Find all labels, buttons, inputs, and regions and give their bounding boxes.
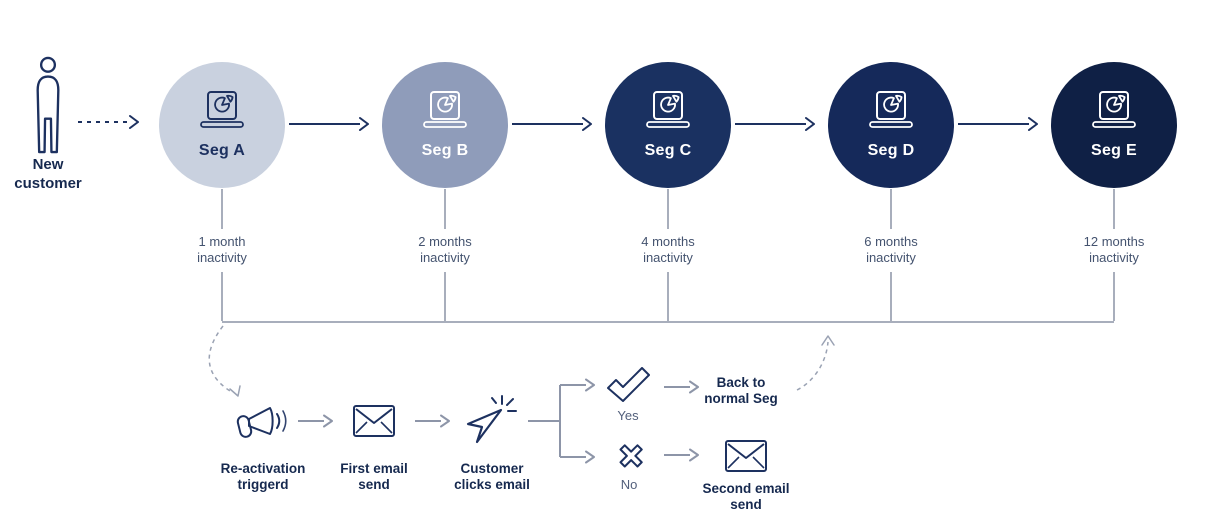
segment-arrow-c-d [735, 117, 815, 131]
segment-arrow-b-c [512, 117, 592, 131]
laptop-pie-icon [419, 90, 471, 132]
flow-arrow-trigger-email [298, 414, 333, 428]
x-icon [609, 438, 649, 478]
flow-arrow-no-outcome [664, 448, 699, 462]
person-icon [24, 56, 72, 154]
megaphone-icon [234, 399, 290, 443]
laptop-pie-icon [1088, 90, 1140, 132]
laptop-pie-icon [865, 90, 917, 132]
segment-label: Seg E [1091, 142, 1137, 159]
segment-arrow-a-b [289, 117, 369, 131]
yes-label: Yes [617, 408, 639, 423]
segment-label: Seg B [421, 142, 469, 159]
envelope-icon [724, 439, 768, 473]
segment-circle-e: Seg E [1051, 62, 1177, 188]
dashed-arrow-new-customer [78, 115, 139, 129]
check-icon [605, 367, 651, 407]
segment-circle-a: Seg A [159, 62, 285, 188]
dashed-curve-to-trigger [208, 325, 241, 397]
branch-fork [528, 378, 595, 464]
no-label: No [620, 477, 638, 492]
segment-label: Seg C [644, 142, 692, 159]
dashed-curve-back-to-seg [796, 335, 835, 391]
laptop-pie-icon [196, 90, 248, 132]
segment-arrow-d-e [958, 117, 1038, 131]
laptop-pie-icon [642, 90, 694, 132]
flow-arrow-email-click [415, 414, 450, 428]
new-customer-label: New customer [14, 156, 82, 192]
segment-label: Seg A [198, 142, 246, 159]
segment-circle-b: Seg B [382, 62, 508, 188]
segment-circle-d: Seg D [828, 62, 954, 188]
cursor-click-icon [460, 394, 518, 450]
envelope-icon [352, 404, 396, 438]
segment-label: Seg D [867, 142, 915, 159]
segment-circle-c: Seg C [605, 62, 731, 188]
